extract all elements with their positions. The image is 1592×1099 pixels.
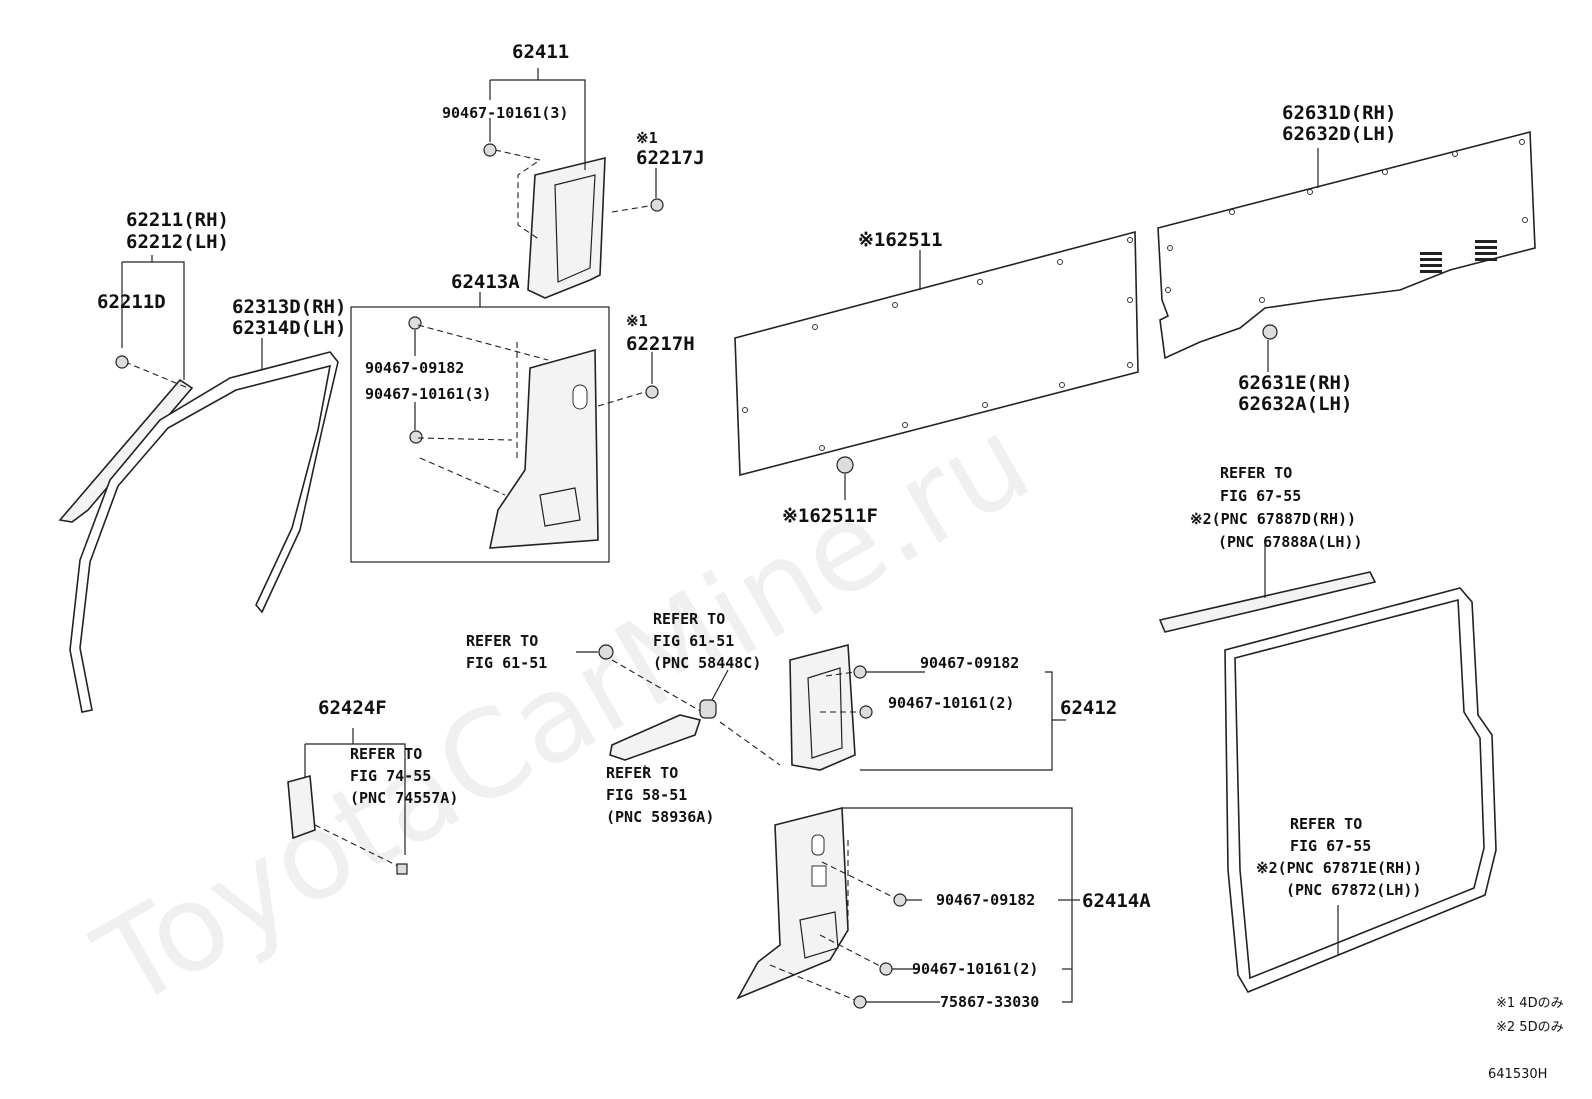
part-62413A-box (350, 292, 659, 563)
labels: 62411 90467-10161(3) ※1 62217J 62211(RH)… (97, 41, 1422, 1011)
label-62217J: 62217J (636, 147, 705, 169)
label-ref67-887-l1: REFER TO (1220, 464, 1292, 482)
label-62413A: 62413A (451, 271, 520, 293)
label-62632D-lh: 62632D(LH) (1282, 123, 1396, 145)
label-ref74-l1: REFER TO (350, 745, 422, 763)
label-ref67-871-l4: (PNC 67872(LH)) (1286, 881, 1421, 899)
label-ref67-887-l3: ※2(PNC 67887D(RH)) (1190, 510, 1356, 528)
part-62424F (287, 728, 408, 875)
label-62414A-screw: 75867-33030 (940, 993, 1039, 1011)
label-62211D: 62211D (97, 291, 166, 313)
label-62217J-mark: ※1 (636, 129, 658, 147)
part-refer-58448C (576, 644, 781, 778)
label-ref61-a-l2: FIG 61-51 (466, 654, 547, 672)
label-ref58-l2: FIG 58-51 (606, 786, 687, 804)
legend-note-1: ※1 4Dのみ (1496, 996, 1564, 1011)
label-ref58-l3: (PNC 58936A) (606, 808, 714, 826)
part-62313D-weatherstrip (69, 338, 339, 713)
label-62211-rh: 62211(RH) (126, 209, 229, 231)
part-62411-upper-trim (483, 68, 664, 299)
part-62414A-trim (736, 806, 1080, 1009)
label-62632A-lh: 62632A(LH) (1238, 393, 1352, 415)
label-62414A: 62414A (1082, 890, 1151, 912)
label-ref74-l3: (PNC 74557A) (350, 789, 458, 807)
label-62413A-bolt: 90467-10161(3) (365, 385, 491, 403)
label-62412-bolt: 90467-10161(2) (888, 694, 1014, 712)
label-ref67-887-l2: FIG 67-55 (1220, 487, 1301, 505)
label-62411-bolt: 90467-10161(3) (442, 104, 568, 122)
part-62631D-panel (1157, 130, 1536, 372)
label-62511: ※162511 (858, 229, 943, 251)
label-62411: 62411 (512, 41, 569, 63)
legend-note-2: ※2 5Dのみ (1496, 1020, 1564, 1035)
label-ref61-a-l1: REFER TO (466, 632, 538, 650)
legend: ※1 4Dのみ ※2 5Dのみ 641530H (1488, 996, 1564, 1082)
label-62412-clip: 90467-09182 (920, 654, 1019, 672)
label-ref61-b-l3: (PNC 58448C) (653, 654, 761, 672)
panel-62511-holes (742, 237, 1133, 451)
label-62511F: ※162511F (782, 505, 878, 527)
label-ref61-b-l2: FIG 61-51 (653, 632, 734, 650)
part-62412-trim (789, 643, 1066, 771)
panel-62631D-vents (1420, 240, 1497, 273)
label-62414A-bolt: 90467-10161(2) (912, 960, 1038, 978)
label-ref61-b-l1: REFER TO (653, 610, 725, 628)
label-ref67-871-l3: ※2(PNC 67871E(RH)) (1256, 859, 1422, 877)
label-62314D-lh: 62314D(LH) (232, 317, 346, 339)
part-67871E-weatherstrip (1224, 587, 1497, 994)
label-62631D-rh: 62631D(RH) (1282, 102, 1396, 124)
label-62212-lh: 62212(LH) (126, 231, 229, 253)
figure-code: 641530H (1488, 1067, 1547, 1082)
label-62217H-mark: ※1 (626, 312, 648, 330)
label-62313D-rh: 62313D(RH) (232, 296, 346, 318)
part-62511-panel (734, 230, 1139, 500)
label-ref67-871-l2: FIG 67-55 (1290, 837, 1371, 855)
label-ref58-l1: REFER TO (606, 764, 678, 782)
label-62424F: 62424F (318, 697, 387, 719)
label-62414A-clip: 90467-09182 (936, 891, 1035, 909)
label-ref67-887-l4: (PNC 67888A(LH)) (1218, 533, 1363, 551)
label-ref74-l2: FIG 74-55 (350, 767, 431, 785)
part-67887D-strip (1158, 545, 1377, 633)
label-62413A-clip: 90467-09182 (365, 359, 464, 377)
label-62217H: 62217H (626, 333, 695, 355)
label-ref67-871-l1: REFER TO (1290, 815, 1362, 833)
label-62631E-rh: 62631E(RH) (1238, 372, 1352, 394)
panel-62631D-holes (1165, 139, 1528, 303)
label-62412: 62412 (1060, 697, 1117, 719)
